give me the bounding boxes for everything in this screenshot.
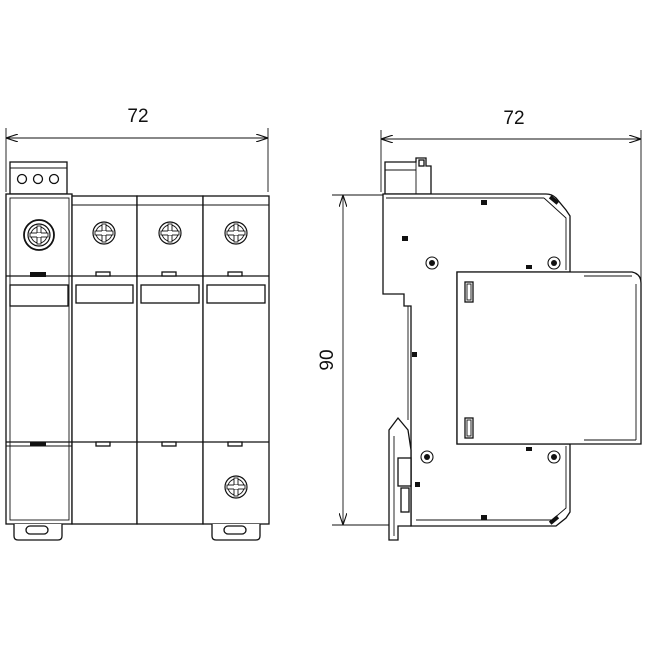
side-height-label: 90 (317, 349, 338, 370)
module-bodies (5, 193, 270, 525)
module-bands (6, 204, 269, 447)
top-screws (23, 219, 248, 251)
housing-outline (382, 193, 571, 527)
side-view: 72 90 (317, 108, 642, 541)
front-protrusion (456, 271, 642, 445)
side-depth-label: 72 (503, 108, 524, 129)
top-connector (384, 157, 432, 195)
housing-marks (402, 195, 560, 525)
din-rail-clip (388, 416, 412, 541)
side-depth-dimension: 72 (380, 108, 642, 282)
din-clips (13, 524, 261, 541)
front-width-label: 72 (127, 106, 148, 127)
terminal-block (9, 161, 68, 195)
front-width-dimension: 72 (5, 106, 269, 192)
indicator-windows (9, 284, 266, 307)
front-view: 72 (5, 106, 270, 541)
bottom-screw (224, 475, 248, 499)
